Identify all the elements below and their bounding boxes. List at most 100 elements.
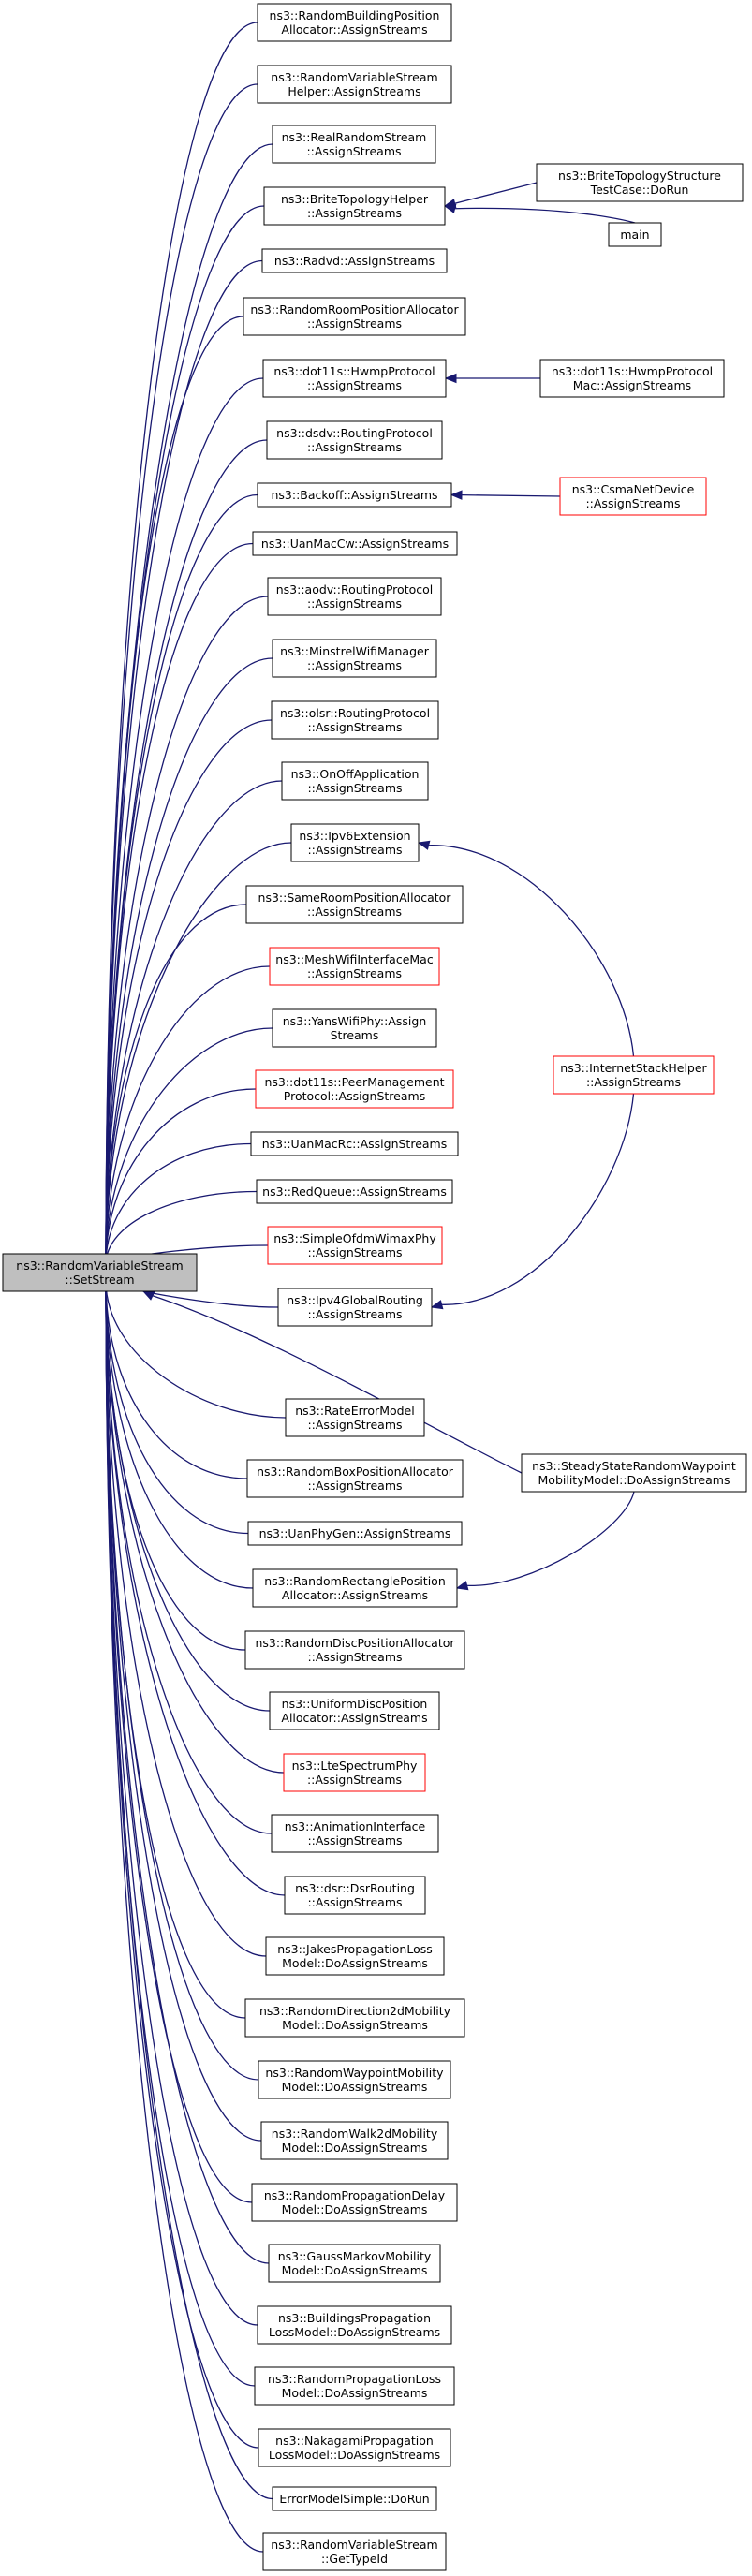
node-ns3-rateerrormodel-assignstreams[interactable]: ns3::RateErrorModel::AssignStreams	[285, 1398, 425, 1437]
node-ns3-randomboxpositionallocator-assignstreams[interactable]: ns3::RandomBoxPositionAllocator::AssignS…	[246, 1459, 464, 1498]
node-ns3-buildingspropagation-lossmodel-doassignstreams[interactable]: ns3::BuildingsPropagationLossModel::DoAs…	[257, 2305, 452, 2345]
node-box	[247, 1521, 463, 1546]
node-ns3-randomwaypointmobility-model-doassignstreams[interactable]: ns3::RandomWaypointMobilityModel::DoAssi…	[258, 2060, 451, 2099]
edge-line	[105, 965, 271, 1265]
node-ns3-randompropagationdelay-model-doassignstreams[interactable]: ns3::RandomPropagationDelayModel::DoAssi…	[251, 2183, 458, 2222]
node-ns3-ltespectrumphy-assignstreams[interactable]: ns3::LteSpectrumPhy::AssignStreams	[283, 1753, 426, 1792]
edge-line	[105, 1280, 259, 2081]
node-box	[290, 823, 420, 862]
node-label: Model::DoAssignStreams	[282, 1956, 428, 1970]
edge-line	[105, 1280, 249, 1535]
edge-line	[105, 904, 247, 1265]
node-ns3-randomvariablestream-helper-assignstreams[interactable]: ns3::RandomVariableStreamHelper::AssignS…	[257, 65, 452, 104]
node-ns3-nakagamipropagation-lossmodel-doassignstreams[interactable]: ns3::NakagamiPropagationLossModel::DoAss…	[258, 2428, 451, 2467]
node-ns3-randomvariablestream-setstream[interactable]: ns3::RandomVariableStream::SetStream	[2, 1253, 198, 1292]
node-label: Helper::AssignStreams	[288, 84, 420, 98]
node-ns3-yanswifiphy-assign-streams[interactable]: ns3::YansWifiPhy::AssignStreams	[272, 1008, 437, 1048]
node-ns3-aodv-routingprotocol-assignstreams[interactable]: ns3::aodv::RoutingProtocol::AssignStream…	[267, 577, 442, 616]
node-box	[266, 420, 443, 460]
node-main[interactable]: main	[608, 222, 662, 247]
node-ns3-britetopologystructure-testcase-dorun[interactable]: ns3::BriteTopologyStructureTestCase::DoR…	[536, 163, 744, 202]
edge-line	[105, 1280, 273, 2500]
node-ns3-randombuildingposition-allocator-assignstreams[interactable]: ns3::RandomBuildingPositionAllocator::As…	[257, 3, 452, 42]
node-box	[269, 1691, 440, 1730]
node-label: ns3::UanPhyGen::AssignStreams	[259, 1526, 451, 1540]
node-label: ::AssignStreams	[307, 1479, 402, 1493]
node-box	[260, 2121, 449, 2160]
node-ns3-britetopologyhelper-assignstreams[interactable]: ns3::BriteTopologyHelper::AssignStreams	[263, 186, 446, 226]
edge-line	[105, 1027, 273, 1265]
edge-line	[105, 1280, 286, 1896]
node-ns3-simpleofdmwimaxphy-assignstreams[interactable]: ns3::SimpleOfdmWimaxPhy::AssignStreams	[267, 1226, 443, 1265]
node-label: ns3::RandomVariableStream	[16, 1259, 183, 1273]
node-label: ns3::dot11s::HwmpProtocol	[273, 364, 435, 378]
node-ns3-randomwalk2dmobility-model-doassignstreams[interactable]: ns3::RandomWalk2dMobilityModel::DoAssign…	[260, 2121, 449, 2160]
node-box	[261, 248, 448, 273]
node-ns3-uanphygen-assignstreams[interactable]: ns3::UanPhyGen::AssignStreams	[247, 1521, 463, 1546]
node-box	[269, 947, 440, 986]
node-label: ns3::SimpleOfdmWimaxPhy	[273, 1231, 436, 1245]
node-ns3-realrandomstream-assignstreams[interactable]: ns3::RealRandomStream::AssignStreams	[272, 125, 436, 164]
node-ns3-steadystaterandomwaypoint-mobilitymodel-doassignstreams[interactable]: ns3::SteadyStateRandomWaypointMobilityMo…	[521, 1453, 747, 1493]
edge-line	[428, 845, 635, 1057]
node-ns3-randomdiscpositionallocator-assignstreams[interactable]: ns3::RandomDiscPositionAllocator::Assign…	[244, 1630, 465, 1670]
node-label: ns3::Radvd::AssignStreams	[274, 254, 435, 268]
node-box	[244, 1998, 465, 2038]
node-box	[246, 1459, 464, 1498]
node-label: ns3::RedQueue::AssignStreams	[262, 1185, 447, 1199]
node-box	[251, 2183, 458, 2222]
node-label: ns3::RandomWalk2dMobility	[272, 2127, 438, 2141]
node-ns3-backoff-assignstreams[interactable]: ns3::Backoff::AssignStreams	[257, 482, 452, 508]
node-ns3-dsdv-routingprotocol-assignstreams[interactable]: ns3::dsdv::RoutingProtocol::AssignStream…	[266, 420, 443, 460]
node-label: ns3::RandomPropagationDelay	[264, 2188, 446, 2202]
node-ns3-dot11s-hwmpprotocol-assignstreams[interactable]: ns3::dot11s::HwmpProtocol::AssignStreams	[262, 359, 447, 398]
node-ns3-dsr-dsrrouting-assignstreams[interactable]: ns3::dsr::DsrRouting::AssignStreams	[284, 1876, 426, 1915]
node-box	[257, 2305, 452, 2345]
node-ns3-uniformdiscposition-allocator-assignstreams[interactable]: ns3::UniformDiscPositionAllocator::Assig…	[269, 1691, 440, 1730]
node-ns3-sameroompositionallocator-assignstreams[interactable]: ns3::SameRoomPositionAllocator::AssignSt…	[245, 885, 464, 924]
node-ns3-redqueue-assignstreams[interactable]: ns3::RedQueue::AssignStreams	[256, 1179, 453, 1204]
node-label: TestCase::DoRun	[590, 183, 689, 197]
edge-line	[105, 842, 292, 1265]
node-ns3-ipv6extension-assignstreams[interactable]: ns3::Ipv6Extension::AssignStreams	[290, 823, 420, 862]
node-label: ns3::olsr::RoutingProtocol	[280, 706, 430, 720]
node-box	[608, 222, 662, 247]
node-ns3-uanmaccw-assignstreams[interactable]: ns3::UanMacCw::AssignStreams	[252, 531, 458, 556]
node-errormodelsimple-dorun[interactable]: ErrorModelSimple::DoRun	[272, 2486, 437, 2511]
node-ns3-dot11s-peermanagement-protocol-assignstreams[interactable]: ns3::dot11s::PeerManagementProtocol::Ass…	[255, 1069, 454, 1109]
node-box	[281, 761, 429, 801]
node-ns3-jakespropagationloss-model-doassignstreams[interactable]: ns3::JakesPropagationLossModel::DoAssign…	[265, 1936, 445, 1976]
node-label: ns3::RandomBuildingPosition	[270, 8, 440, 22]
node-ns3-radvd-assignstreams[interactable]: ns3::Radvd::AssignStreams	[261, 248, 448, 273]
node-ns3-randomrectangleposition-allocator-assignstreams[interactable]: ns3::RandomRectanglePositionAllocator::A…	[252, 1568, 458, 1608]
node-ns3-animationinterface-assignstreams[interactable]: ns3::AnimationInterface::AssignStreams	[271, 1814, 439, 1853]
node-label: ns3::AnimationInterface	[285, 1819, 426, 1833]
node-label: ns3::RandomWaypointMobility	[265, 2066, 444, 2080]
node-ns3-gaussmarkovmobility-model-doassignstreams[interactable]: ns3::GaussMarkovMobilityModel::DoAssignS…	[268, 2244, 441, 2283]
node-box	[521, 1453, 747, 1493]
node-ns3-dot11s-hwmpprotocol-mac-assignstreams[interactable]: ns3::dot11s::HwmpProtocolMac::AssignStre…	[539, 359, 725, 398]
node-ns3-randompropagationloss-model-doassignstreams[interactable]: ns3::RandomPropagationLossModel::DoAssig…	[254, 2366, 455, 2406]
node-label: ::AssignStreams	[307, 658, 402, 672]
edge-line	[105, 1280, 267, 1957]
node-ns3-onoffapplication-assignstreams[interactable]: ns3::OnOffApplication::AssignStreams	[281, 761, 429, 801]
node-ns3-randomroompositionallocator-assignstreams[interactable]: ns3::RandomRoomPositionAllocator::Assign…	[243, 297, 466, 336]
node-ns3-olsr-routingprotocol-assignstreams[interactable]: ns3::olsr::RoutingProtocol::AssignStream…	[271, 700, 439, 740]
node-ns3-internetstackhelper-assignstreams[interactable]: ns3::InternetStackHelper::AssignStreams	[553, 1055, 715, 1095]
edge-line	[105, 780, 283, 1265]
node-label: Model::DoAssignStreams	[282, 2141, 428, 2155]
node-ns3-randomvariablestream-gettypeid[interactable]: ns3::RandomVariableStream::GetTypeId	[262, 2532, 447, 2571]
node-label: ns3::RandomVariableStream	[271, 2538, 437, 2552]
node-box	[258, 2060, 451, 2099]
node-label: ::AssignStreams	[307, 966, 402, 980]
node-ns3-csmanetdevice-assignstreams[interactable]: ns3::CsmaNetDevice::AssignStreams	[559, 477, 707, 516]
node-ns3-minstrelwifimanager-assignstreams[interactable]: ns3::MinstrelWifiManager::AssignStreams	[272, 639, 437, 678]
node-label: ns3::UniformDiscPosition	[282, 1697, 428, 1711]
node-box	[252, 1568, 458, 1608]
node-ns3-uanmacrc-assignstreams[interactable]: ns3::UanMacRc::AssignStreams	[250, 1131, 459, 1156]
node-label: ns3::dsr::DsrRouting	[295, 1881, 415, 1895]
node-ns3-randomdirection2dmobility-model-doassignstreams[interactable]: ns3::RandomDirection2dMobilityModel::DoA…	[244, 1998, 465, 2038]
node-label: ns3::RandomVariableStream	[271, 70, 437, 84]
node-ns3-meshwifiinterfacemac-assignstreams[interactable]: ns3::MeshWifiInterfaceMac::AssignStreams	[269, 947, 440, 986]
node-ns3-ipv4globalrouting-assignstreams[interactable]: ns3::Ipv4GlobalRouting::AssignStreams	[277, 1288, 433, 1327]
